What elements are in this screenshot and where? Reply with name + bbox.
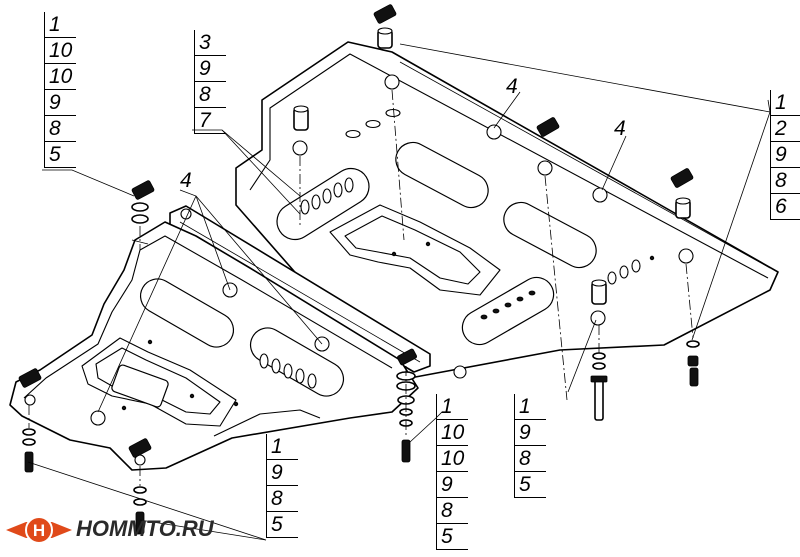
callout-label: 9	[194, 56, 226, 82]
callout-label: 3	[194, 30, 226, 56]
svg-text:H: H	[33, 521, 45, 540]
callout-label: 10	[44, 64, 76, 90]
callout-label: 8	[514, 446, 546, 472]
callout-label: 8	[436, 498, 468, 524]
callout-group-right: 1 2 9 8 6	[770, 90, 800, 220]
callout-label: 1	[266, 434, 298, 460]
callout-group-bottom-right: 1 9 8 5	[514, 394, 546, 498]
callout-label: 10	[436, 446, 468, 472]
callout-label: 10	[44, 38, 76, 64]
callout-label: 1	[436, 394, 468, 420]
callout-label: 1	[770, 90, 800, 116]
callout-label: 10	[436, 420, 468, 446]
winged-emblem-icon: H	[6, 516, 72, 544]
rear-skid-plate	[235, 41, 779, 379]
callout-label: 8	[44, 116, 76, 142]
callout-label: 1	[514, 394, 546, 420]
callout-label: 5	[44, 142, 76, 168]
callout-label: 8	[266, 486, 298, 512]
callout-label: 5	[436, 524, 468, 550]
callout-group-bottom-center: 1 10 10 9 8 5	[436, 394, 468, 550]
callout-label: 2	[770, 116, 800, 142]
callout-label: 9	[266, 460, 298, 486]
callout-label: 8	[770, 168, 800, 194]
brand-logo: H HOMMTO.RU	[4, 510, 234, 550]
callout-label: 9	[770, 142, 800, 168]
callout-label-4: 4	[614, 117, 626, 140]
callout-group-left-top: 1 10 10 9 8 5	[44, 12, 76, 168]
callout-label-4: 4	[180, 169, 192, 192]
callout-label: 5	[514, 472, 546, 498]
callout-label: 1	[44, 12, 76, 38]
callout-label: 9	[44, 90, 76, 116]
callout-group-center-top: 3 9 8 7	[194, 30, 226, 134]
callout-label: 7	[194, 108, 226, 134]
callout-label-4: 4	[506, 75, 518, 98]
leader-lines	[27, 43, 771, 541]
callout-label: 5	[266, 512, 298, 538]
axis-lines	[28, 89, 694, 486]
callout-label: 6	[770, 194, 800, 220]
brand-name: HOMMTO.RU	[76, 516, 214, 541]
callout-label: 9	[514, 420, 546, 446]
callout-label: 9	[436, 472, 468, 498]
front-skid-plate	[9, 221, 419, 471]
callout-label: 8	[194, 82, 226, 108]
callout-group-bottom-left: 1 9 8 5	[266, 434, 298, 538]
